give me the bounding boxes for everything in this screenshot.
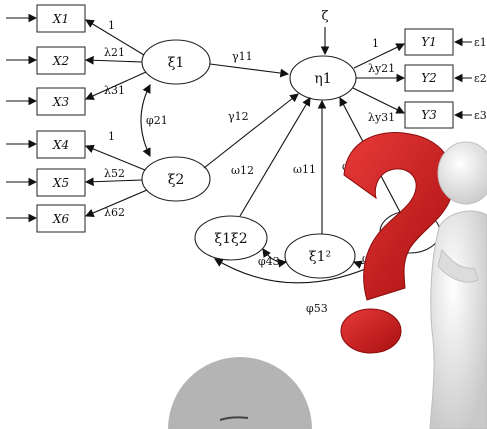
omega12-label: ω12 [231, 164, 254, 177]
bottom-gray-circle [168, 357, 312, 429]
epsilon2-label: ε2 [474, 72, 487, 85]
loading-x3-label: λ31 [104, 84, 125, 97]
y3-label: Y3 [421, 108, 437, 122]
gamma11-arrow [209, 63, 290, 78]
loading-x4-label: 1 [108, 130, 115, 143]
gamma12-label: γ12 [228, 110, 249, 123]
loading-y3-label: λy31 [368, 111, 395, 124]
y3-box [404, 101, 454, 129]
x-indicators: X1 X2 X3 X4 X5 X6 [6, 4, 86, 233]
phi53-label: φ53 [306, 302, 328, 315]
xi1-label: ξ1 [168, 55, 185, 71]
x2-label: X2 [52, 54, 69, 68]
xi1xi2-label: ξ1ξ2 [214, 231, 247, 247]
x4-label: X4 [52, 138, 69, 152]
y2-label: Y2 [421, 71, 437, 85]
zeta-label: ζ [321, 9, 328, 24]
x4-box [36, 130, 86, 159]
y2-box [404, 64, 454, 92]
gamma11-label: γ11 [232, 50, 253, 63]
y1-box [404, 28, 454, 56]
x5-label: X5 [52, 176, 69, 190]
x1-label: X1 [52, 12, 69, 26]
omega12-arrow [239, 97, 311, 217]
y1-label: Y1 [421, 35, 437, 49]
x1-box [36, 4, 86, 33]
loading-arrow-x2 [84, 55, 143, 65]
x5-box [36, 168, 86, 197]
loading-x6-label: λ62 [104, 206, 125, 219]
x3-label: X3 [52, 95, 70, 109]
xi2-label: ξ2 [168, 172, 185, 188]
loading-y2-label: λy21 [368, 62, 395, 75]
gamma12-arrow [203, 93, 299, 169]
omega11-label: ω11 [293, 163, 316, 176]
loading-arrow-x3 [84, 71, 147, 100]
loading-x5-label: λ52 [104, 167, 125, 180]
loading-arrow-x5 [84, 177, 143, 187]
phi21-covariance-arrow [140, 84, 151, 157]
phi43-label: φ43 [258, 255, 280, 268]
xi1-squared-label: ξ1² [309, 249, 331, 265]
epsilon1-label: ε1 [474, 36, 487, 49]
epsilon3-label: ε3 [474, 109, 487, 122]
xi2-node [141, 156, 211, 202]
bottom-circle-stroke [219, 416, 249, 421]
loading-arrow-y3 [352, 87, 405, 114]
loading-arrow-x6 [84, 189, 148, 218]
loading-y1-label: 1 [372, 37, 379, 50]
eta1-label: η1 [314, 71, 331, 87]
loading-arrow-x1 [85, 19, 145, 56]
loading-arrow-x4 [84, 144, 146, 171]
question-mark-dot [340, 308, 402, 354]
x6-box [36, 204, 86, 233]
x3-box [36, 87, 86, 116]
thinking-figure [429, 141, 487, 429]
y-indicators: Y1 Y2 Y3 1 λy21 λy31 ε1 ε2 ε3 [352, 28, 487, 129]
x6-label: X6 [52, 212, 70, 226]
loading-arrow-y1 [353, 43, 405, 69]
loading-x2-label: λ21 [104, 46, 125, 59]
figure-head [437, 141, 487, 205]
loading-x1-label: 1 [108, 19, 115, 32]
question-mark-icon [340, 132, 455, 354]
phi21-label: φ21 [146, 114, 168, 127]
